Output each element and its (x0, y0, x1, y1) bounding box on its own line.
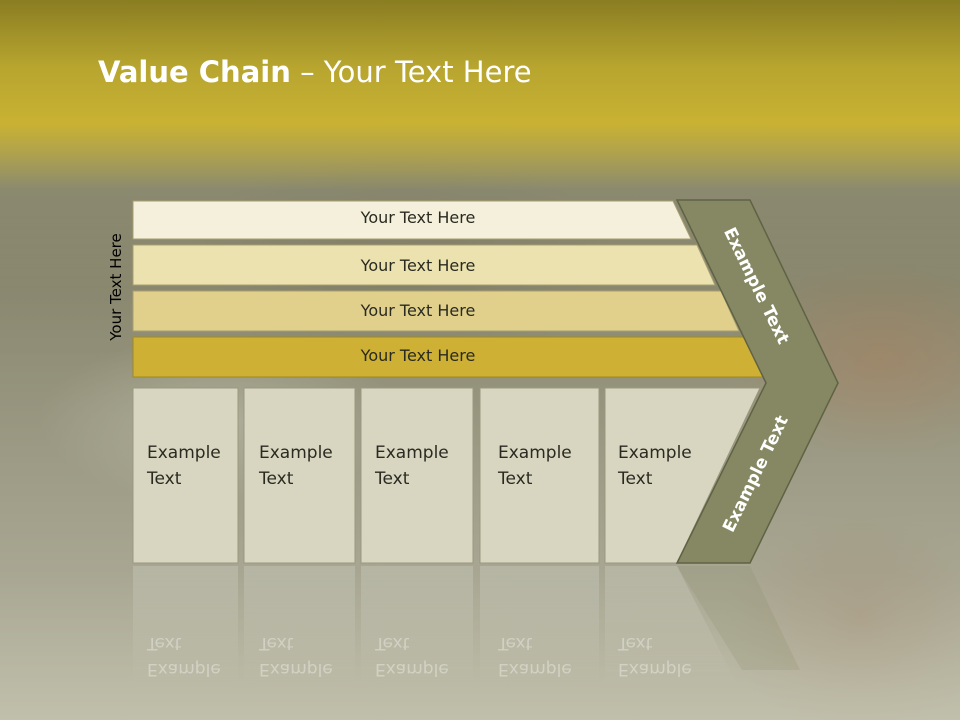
bar-1[interactable] (132, 200, 692, 240)
slide-title[interactable]: Value Chain – Your Text Here (98, 55, 532, 89)
box-2-reflection: Example Text (259, 630, 333, 682)
box-1-line1: Example (147, 443, 221, 463)
box-5-line2: Text (618, 469, 653, 489)
bar-2-label: Your Text Here (360, 256, 476, 275)
box-1-reflection: Example Text (147, 630, 221, 682)
box-3-reflection: Example Text (375, 630, 449, 682)
box-3-reflection-line2: Text (375, 633, 410, 653)
box-1-reflection-line1: Example (147, 659, 221, 679)
box-2-line1: Example (259, 443, 333, 463)
box-2-reflection-line2: Text (259, 633, 294, 653)
box-4-reflection-line1: Example (498, 659, 572, 679)
box-4-reflection: Example Text (498, 630, 572, 682)
bar-2[interactable] (132, 244, 716, 286)
box-1-line2: Text (147, 469, 182, 489)
bar-3[interactable] (132, 290, 740, 332)
title-bold: Value Chain (98, 55, 291, 89)
title-band (0, 0, 960, 190)
box-5-line1: Example (618, 443, 692, 463)
box-3[interactable] (360, 387, 474, 564)
box-1[interactable] (132, 387, 239, 564)
box-2-line2: Text (259, 469, 294, 489)
box-5-reflection: Example Text (618, 630, 692, 682)
chevron-arrow[interactable] (675, 199, 839, 564)
box-2[interactable] (243, 387, 356, 564)
box-4-line1: Example (498, 443, 572, 463)
reflection (133, 566, 800, 690)
box-1-reflection-line2: Text (147, 633, 182, 653)
box-5-reflection-line2: Text (618, 633, 653, 653)
bar-4-label: Your Text Here (360, 346, 476, 365)
box-2-reflection-line1: Example (259, 659, 333, 679)
box-4[interactable] (479, 387, 600, 564)
title-rest: – Your Text Here (290, 55, 532, 89)
box-3-line2: Text (375, 469, 410, 489)
box-5-reflection-line1: Example (618, 659, 692, 679)
box-4-reflection-line2: Text (498, 633, 533, 653)
box-3-reflection-line1: Example (375, 659, 449, 679)
box-4-line2: Text (498, 469, 533, 489)
bar-3-label: Your Text Here (360, 301, 476, 320)
box-3-line1: Example (375, 443, 449, 463)
bar-1-label: Your Text Here (360, 208, 476, 227)
